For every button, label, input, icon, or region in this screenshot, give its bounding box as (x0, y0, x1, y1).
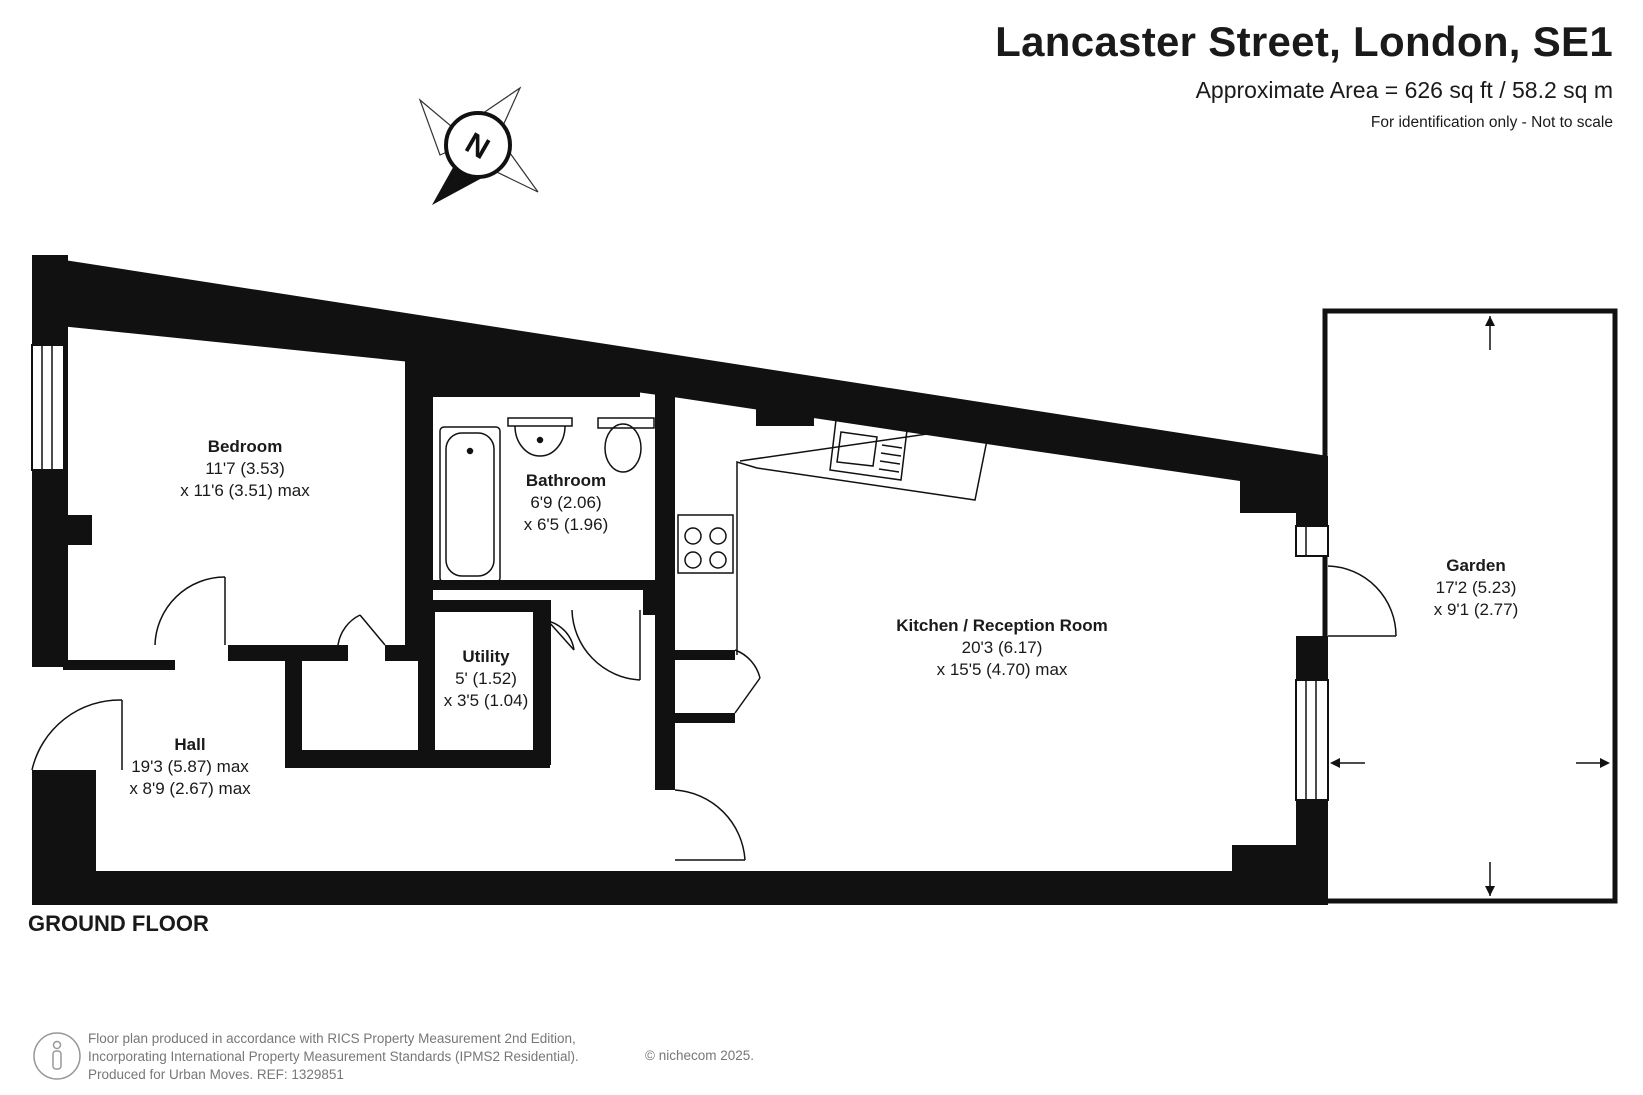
svg-text:x 6'5 (1.96): x 6'5 (1.96) (524, 515, 609, 534)
doors (31, 565, 1397, 861)
svg-text:x 9'1 (2.77): x 9'1 (2.77) (1434, 600, 1519, 619)
exterior-walls (32, 255, 1328, 905)
svg-text:5' (1.52): 5' (1.52) (455, 669, 517, 688)
footer: Floor plan produced in accordance with R… (32, 1030, 792, 1090)
footer-line-3: Produced for Urban Moves. REF: 1329851 (88, 1067, 344, 1082)
svg-text:19'3 (5.87) max: 19'3 (5.87) max (131, 757, 249, 776)
svg-text:20'3 (6.17): 20'3 (6.17) (962, 638, 1043, 657)
basin-icon (507, 417, 573, 457)
room-label-utility: Utility 5' (1.52) x 3'5 (1.04) (444, 647, 529, 710)
room-label-kitchen: Kitchen / Reception Room 20'3 (6.17) x 1… (896, 616, 1108, 679)
bedroom-window (31, 344, 65, 471)
scale-note: For identification only - Not to scale (1370, 114, 1613, 131)
kitchen-worktop (736, 424, 991, 655)
room-label-garden: Garden 17'2 (5.23) x 9'1 (2.77) (1434, 556, 1519, 619)
footer-text: Floor plan produced in accordance with R… (88, 1030, 579, 1084)
floor-label: GROUND FLOOR (28, 911, 209, 936)
svg-text:Garden: Garden (1446, 556, 1506, 575)
svg-text:Bathroom: Bathroom (526, 471, 606, 490)
svg-text:6'9 (2.06): 6'9 (2.06) (530, 493, 601, 512)
compass-icon: N (418, 86, 539, 205)
svg-text:x 8'9 (2.67) max: x 8'9 (2.67) max (129, 779, 251, 798)
svg-text:x 11'6 (3.51) max: x 11'6 (3.51) max (180, 481, 310, 500)
footer-line-2: Incorporating International Property Mea… (88, 1049, 579, 1064)
svg-text:x 3'5 (1.04): x 3'5 (1.04) (444, 691, 529, 710)
svg-text:x 15'5 (4.70) max: x 15'5 (4.70) max (937, 660, 1068, 679)
svg-text:Kitchen / Reception Room: Kitchen / Reception Room (896, 616, 1108, 635)
svg-text:17'2 (5.23): 17'2 (5.23) (1436, 578, 1517, 597)
property-title: Lancaster Street, London, SE1 (995, 18, 1613, 65)
copyright: © nichecom 2025. (645, 1048, 755, 1063)
kitchen-window (1295, 679, 1329, 801)
toilet-icon (597, 417, 655, 473)
room-label-hall: Hall 19'3 (5.87) max x 8'9 (2.67) max (129, 735, 251, 798)
svg-text:Hall: Hall (174, 735, 205, 754)
sink-icon (829, 419, 908, 481)
svg-text:11'7 (3.53): 11'7 (3.53) (205, 459, 284, 478)
garden-side-window (1295, 525, 1329, 557)
hob-icon (677, 514, 734, 574)
approximate-area: Approximate Area = 626 sq ft / 58.2 sq m (1195, 77, 1613, 103)
person-icon (33, 1032, 81, 1080)
footer-line-1: Floor plan produced in accordance with R… (88, 1031, 576, 1046)
room-label-bedroom: Bedroom 11'7 (3.53) x 11'6 (3.51) max (180, 437, 310, 500)
bath-icon (439, 426, 501, 583)
room-label-bathroom: Bathroom 6'9 (2.06) x 6'5 (1.96) (524, 471, 609, 534)
garden-outline (1322, 308, 1618, 904)
svg-text:Utility: Utility (462, 647, 510, 666)
svg-text:Bedroom: Bedroom (208, 437, 283, 456)
